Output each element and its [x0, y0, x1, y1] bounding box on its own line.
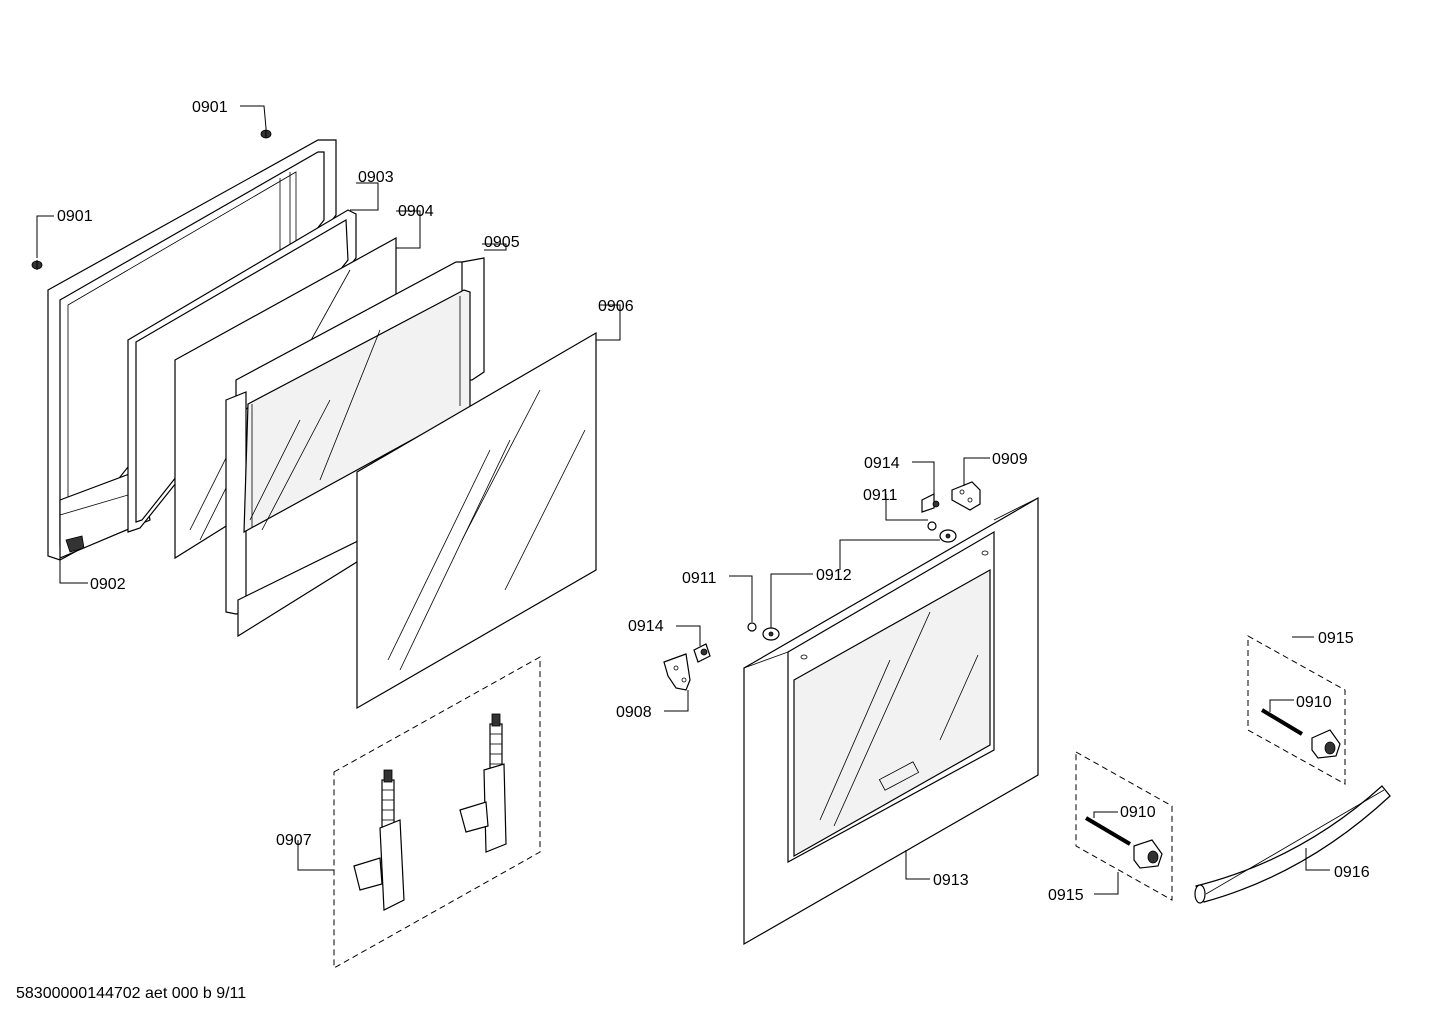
part-0912-cam-left	[762, 627, 780, 641]
part-0905-glass-holder	[225, 257, 485, 638]
callout-0912: 0912	[816, 567, 852, 584]
callout-0916: 0916	[1334, 864, 1370, 881]
part-0906-front-glass	[356, 331, 597, 710]
callout-labels: 0901 0901 0902 0903 0904 0905 0906 0907 …	[57, 99, 1370, 904]
callout-0904: 0904	[398, 203, 434, 220]
part-0916-handle-bar	[1194, 785, 1391, 904]
callout-0913: 0913	[933, 872, 969, 889]
callout-0910-upper: 0910	[1296, 694, 1332, 711]
part-0901-screw-left	[31, 260, 43, 270]
part-0912-cam-top	[939, 529, 957, 543]
callout-0908: 0908	[616, 704, 652, 721]
part-0913-outer-door	[743, 496, 1039, 946]
callout-0905: 0905	[484, 234, 520, 251]
callout-0909: 0909	[992, 451, 1028, 468]
part-0915-endcap-group-upper	[1247, 635, 1346, 785]
callout-0907: 0907	[276, 832, 312, 849]
callout-0911-left: 0911	[682, 570, 717, 587]
part-0914-bushing-left	[693, 643, 711, 663]
callout-0906: 0906	[598, 298, 634, 315]
part-0909-bracket	[951, 481, 981, 511]
leader-lines	[36, 105, 1330, 895]
callout-0901-left: 0901	[57, 208, 93, 225]
part-0907-hinge-group	[333, 656, 541, 969]
callout-0901-top: 0901	[192, 99, 228, 116]
part-0901-screw-top	[260, 128, 272, 139]
part-0915-endcap-group-lower	[1075, 751, 1173, 901]
callout-0914-left: 0914	[628, 618, 664, 635]
callout-0915-upper: 0915	[1318, 630, 1354, 647]
drawing-id: 58300000144702 aet 000 b 9/11	[16, 985, 246, 1002]
hinge-left	[353, 769, 405, 911]
hinge-right	[459, 713, 507, 853]
part-0911-washer-top	[927, 521, 937, 531]
part-0908-bracket	[663, 653, 691, 691]
callout-0914-top: 0914	[864, 455, 900, 472]
callout-0910-lower: 0910	[1120, 804, 1156, 821]
part-0911-washer-left	[747, 622, 757, 632]
callout-0903: 0903	[358, 169, 394, 186]
callout-0915-lower: 0915	[1048, 887, 1084, 904]
callout-0902: 0902	[90, 576, 126, 593]
callout-0911-top: 0911	[863, 487, 898, 504]
part-0914-bushing-top	[921, 493, 940, 513]
